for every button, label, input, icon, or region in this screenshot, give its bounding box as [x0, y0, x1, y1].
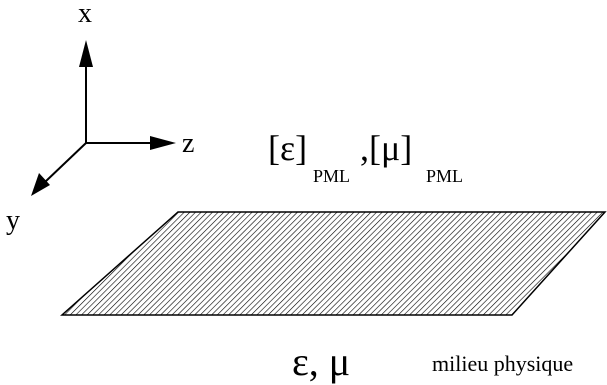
x-axis-label: x: [78, 0, 92, 29]
medium-symbols: ε, μ: [292, 339, 350, 384]
medium-description: milieu physique: [432, 351, 573, 376]
pml-tensor-label: [ε] PML ,[μ] PML: [268, 128, 463, 186]
pml-mu-tensor: ,[μ]: [360, 128, 412, 168]
y-axis-label: y: [6, 205, 20, 236]
z-axis-label: z: [182, 128, 194, 159]
y-axis-line: [44, 142, 87, 183]
pml-epsilon-subscript: PML: [313, 166, 350, 186]
physical-medium-plane: [60, 211, 607, 316]
pml-mu-subscript: PML: [426, 166, 463, 186]
pml-epsilon-tensor: [ε]: [268, 128, 307, 168]
y-axis-arrowhead: [31, 173, 50, 196]
coordinate-axes: x z y: [6, 0, 194, 236]
x-axis-arrowhead: [79, 40, 93, 67]
z-axis-arrowhead: [150, 136, 176, 150]
